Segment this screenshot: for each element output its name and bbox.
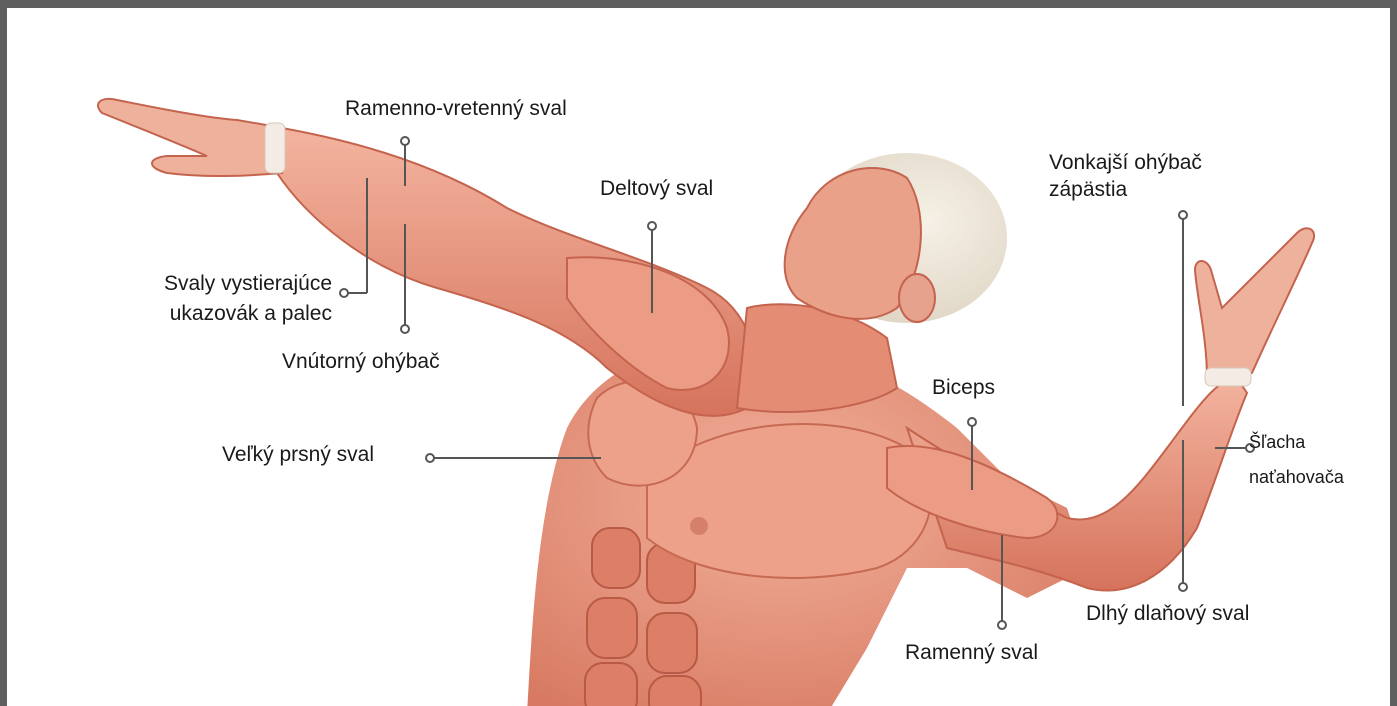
label-deltoid: Deltový sval	[600, 175, 713, 202]
label-flexor-carpi-ulnaris-2: zápästia	[1049, 176, 1127, 203]
label-flexor-carpi-ulnaris-1: Vonkajší ohýbač	[1049, 149, 1202, 176]
deltoid-shape	[567, 257, 729, 390]
right-wrist-tendon	[1205, 368, 1251, 386]
label-brachioradialis: Ramenno-vretenný sval	[345, 95, 567, 122]
label-extensors-1: Svaly vystierajúce	[106, 270, 332, 297]
label-biceps: Biceps	[932, 374, 995, 401]
label-pectoralis: Veľký prsný sval	[222, 441, 374, 468]
label-tendon-1: Šľacha	[1249, 429, 1305, 456]
left-wrist-tendon	[265, 123, 285, 173]
right-hand-shape	[1195, 228, 1314, 378]
ear-shape	[899, 274, 935, 322]
neck-shape	[737, 304, 897, 412]
label-extensors-2: ukazovák a palec	[106, 300, 332, 327]
label-palmaris-longus: Dlhý dlaňový sval	[1086, 600, 1249, 627]
nipple-mark	[690, 517, 708, 535]
label-brachialis: Ramenný sval	[905, 639, 1038, 666]
left-hand-shape	[98, 99, 282, 176]
label-inner-flexor: Vnútorný ohýbač	[282, 348, 440, 375]
label-tendon-2: naťahovača	[1249, 464, 1344, 491]
